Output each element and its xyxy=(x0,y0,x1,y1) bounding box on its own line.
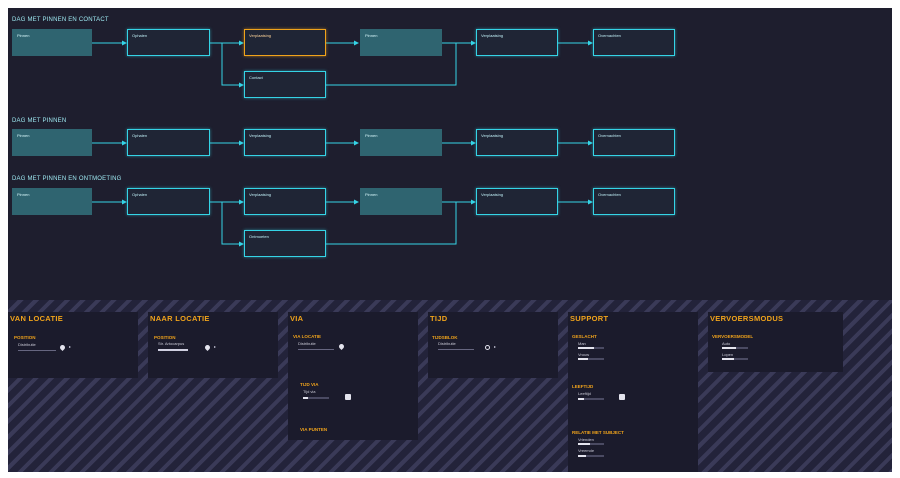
option-label: Vrienden xyxy=(578,437,594,442)
flow-node-overnachten[interactable]: Overnachten xyxy=(593,29,675,56)
card-title: VAN LOCATIE xyxy=(10,314,64,323)
support-card: SUPPORT GESLACHT Man Vrouw LEEFTIJD Leef… xyxy=(568,312,698,472)
flow-connectors xyxy=(92,40,593,247)
vrienden-slider[interactable] xyxy=(578,443,604,445)
value-dash xyxy=(158,349,188,351)
option-label: Vreemde xyxy=(578,448,595,453)
card-title: SUPPORT xyxy=(570,314,609,323)
field-label: GESLACHT xyxy=(572,334,597,339)
flow-node-pinnen[interactable]: Pinnen xyxy=(360,129,442,156)
leeftijd-slider[interactable] xyxy=(578,398,604,400)
flow-node-overnachten[interactable]: Overnachten xyxy=(593,188,675,215)
chevron-right-icon: ▸ xyxy=(69,344,72,349)
vrouw-slider[interactable] xyxy=(578,358,604,360)
option-label: Lopen xyxy=(722,352,734,357)
flow-node-pinnen[interactable]: Pinnen xyxy=(12,188,92,215)
field-label: POSITION xyxy=(14,335,36,340)
tijd-via-slider[interactable] xyxy=(303,397,329,399)
flow-node-verplaatsing[interactable]: Verplaatsing xyxy=(244,188,326,215)
leeftijd-value[interactable]: Leeftijd xyxy=(578,391,591,396)
man-slider[interactable] xyxy=(578,347,604,349)
option-label: Man xyxy=(578,341,586,346)
position-value[interactable]: Distributie xyxy=(18,342,36,347)
option-label: Auto xyxy=(722,341,731,346)
flow-node-pinnen[interactable]: Pinnen xyxy=(12,29,92,56)
tijd-via-value[interactable]: Tijd via xyxy=(303,389,316,394)
flow-node-verplaatsing[interactable]: Verplaatsing xyxy=(476,129,558,156)
app-window: DAG MET PINNEN EN CONTACT Pinnen Ophalen… xyxy=(8,8,892,472)
chevron-right-icon: ▸ xyxy=(494,344,497,349)
clock-icon[interactable] xyxy=(485,345,490,350)
vervoersmodus-card: VERVOERSMODUS VERVOERSMODEL Auto Lopen xyxy=(708,312,843,372)
position-value[interactable]: Str. Artocarpus xyxy=(158,341,185,346)
vreemde-slider[interactable] xyxy=(578,455,604,457)
flow-title: DAG MET PINNEN EN ONTMOETING xyxy=(12,176,122,182)
flow-node-ophalen[interactable]: Ophalen xyxy=(127,29,210,56)
flow-node-verplaatsing[interactable]: Verplaatsing xyxy=(244,129,326,156)
field-label: VERVOERSMODEL xyxy=(712,334,754,339)
field-label: RELATIE MET SUBJECT xyxy=(572,430,624,435)
flow-node-overnachten[interactable]: Overnachten xyxy=(593,129,675,156)
flow-title: DAG MET PINNEN xyxy=(12,118,67,124)
lopen-slider[interactable] xyxy=(722,358,748,360)
flow-node-pinnen[interactable]: Pinnen xyxy=(360,188,442,215)
flow-node-pinnen[interactable]: Pinnen xyxy=(360,29,442,56)
field-label: POSITION xyxy=(154,335,176,340)
van-locatie-card: VAN LOCATIE POSITION Distributie ▸ xyxy=(8,312,138,378)
pin-icon[interactable] xyxy=(203,343,212,352)
tijdsblok-value[interactable]: Distributie xyxy=(438,341,456,346)
flow-node-ophalen[interactable]: Ophalen xyxy=(127,129,210,156)
pin-icon[interactable] xyxy=(58,343,67,352)
pin-icon[interactable] xyxy=(337,342,346,351)
card-title: VERVOERSMODUS xyxy=(710,314,784,323)
field-underline xyxy=(18,350,56,351)
field-label: TIJDSBLOK xyxy=(432,335,458,340)
tijd-card: TIJD TIJDSBLOK Distributie ▸ xyxy=(428,312,558,378)
field-label: VIA LOCATIE xyxy=(293,334,321,339)
flow-title: DAG MET PINNEN EN CONTACT xyxy=(12,17,109,23)
via-locatie-value[interactable]: Distributie xyxy=(298,341,316,346)
field-underline xyxy=(298,349,334,350)
option-label: Vrouw xyxy=(578,352,590,357)
properties-panel: VAN LOCATIE POSITION Distributie ▸ NAAR … xyxy=(8,300,892,472)
checkbox-icon[interactable] xyxy=(619,394,625,400)
auto-slider[interactable] xyxy=(722,347,748,349)
card-title: NAAR LOCATIE xyxy=(150,314,210,323)
flow-node-verplaatsing-selected[interactable]: Verplaatsing xyxy=(244,29,326,56)
flow-node-pinnen[interactable]: Pinnen xyxy=(12,129,92,156)
via-card: VIA VIA LOCATIE Distributie TIJD VIA Tij… xyxy=(288,312,418,440)
chevron-right-icon: ▸ xyxy=(214,344,217,349)
flow-node-contact[interactable]: Contact xyxy=(244,71,326,98)
field-label: LEEFTIJD xyxy=(572,384,594,389)
naar-locatie-card: NAAR LOCATIE POSITION Str. Artocarpus ▸ xyxy=(148,312,278,378)
field-underline xyxy=(438,349,474,350)
flow-node-ophalen[interactable]: Ophalen xyxy=(127,188,210,215)
flow-node-verplaatsing[interactable]: Verplaatsing xyxy=(476,29,558,56)
flow-node-ontmoeten[interactable]: Ontmoeten xyxy=(244,230,326,257)
card-title: TIJD xyxy=(430,314,448,323)
flow-canvas: DAG MET PINNEN EN CONTACT Pinnen Ophalen… xyxy=(8,8,892,300)
field-label: VIA PUNTEN xyxy=(300,427,328,432)
field-label: TIJD VIA xyxy=(300,382,319,387)
flow-node-verplaatsing[interactable]: Verplaatsing xyxy=(476,188,558,215)
checkbox-icon[interactable] xyxy=(345,394,351,400)
card-title: VIA xyxy=(290,314,304,323)
